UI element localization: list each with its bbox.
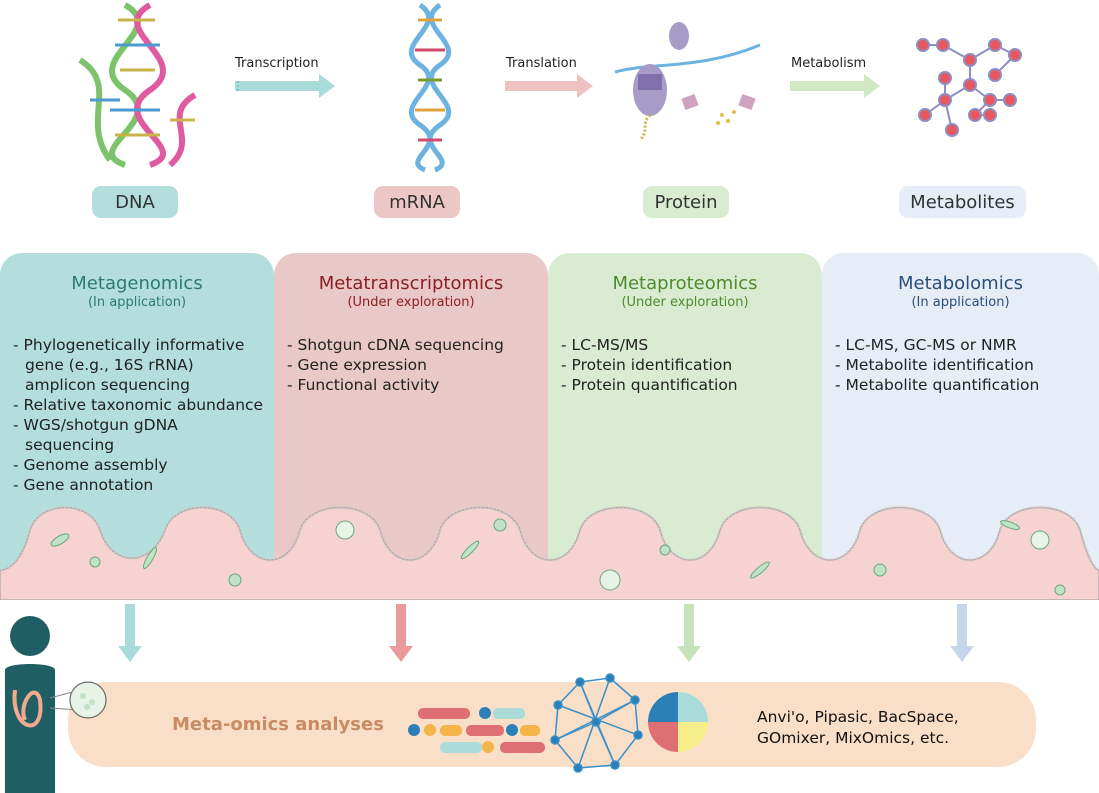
panel-list: - Phylogenetically informative gene (e.g…: [13, 335, 266, 495]
pie-chart-icon: [648, 692, 708, 752]
list-item: - LC-MS/MS: [561, 336, 649, 354]
down-arrow-icon: [118, 604, 142, 662]
list-item: - Relative taxonomic abundance: [13, 396, 264, 414]
panel-status: (In application): [911, 295, 1010, 310]
network-icon: [550, 673, 643, 773]
magnifier-icon: [69, 681, 107, 719]
translation-arrow-icon: [505, 74, 593, 98]
list-item: - Shotgun cDNA sequencing: [287, 336, 504, 354]
translation-label: Translation: [506, 56, 577, 71]
panel-title: Metaproteomics: [612, 273, 758, 294]
human-silhouette-icon: [5, 616, 107, 793]
panel-list: - LC-MS/MS - Protein identification - Pr…: [561, 335, 814, 395]
intestinal-villi-illustration: [0, 505, 1099, 600]
transcription-label: Transcription: [235, 56, 319, 71]
down-arrow-icon: [389, 604, 413, 662]
panel-status: (Under exploration): [347, 295, 475, 310]
ribosome-protein-icon: [614, 22, 761, 142]
transcription-arrow-icon: [235, 74, 335, 98]
metabolite-network-icon: [916, 38, 1022, 137]
panel-title: Metabolomics: [898, 273, 1023, 294]
list-item: - Metabolite quantification: [835, 376, 1040, 394]
down-arrow-icon: [677, 604, 701, 662]
list-item: - Gene expression: [287, 356, 427, 374]
mrna-label: mRNA: [374, 186, 460, 218]
tools-line: Anvi'o, Pipasic, BacSpace,: [757, 708, 959, 726]
down-arrow-icon: [950, 604, 974, 662]
panel-title: Metagenomics: [71, 273, 203, 294]
list-item: - Phylogenetically informative gene (e.g…: [13, 336, 245, 394]
list-item: - Metabolite identification: [835, 356, 1034, 374]
tools-line: GOmixer, MixOmics, etc.: [757, 729, 950, 747]
list-item: - Protein identification: [561, 356, 733, 374]
protein-label: Protein: [643, 186, 729, 218]
mrna-helix-icon: [409, 2, 451, 173]
dna-label: DNA: [92, 186, 178, 218]
list-item: - Protein quantification: [561, 376, 738, 394]
dna-helix-icon: [78, 2, 197, 168]
tools-text: Anvi'o, Pipasic, BacSpace, GOmixer, MixO…: [757, 707, 959, 749]
analysis-graphics: [408, 673, 708, 773]
list-item: - WGS/shotgun gDNA sequencing: [13, 416, 178, 454]
data-bars-icon: [408, 707, 545, 753]
list-item: - Genome assembly: [13, 456, 168, 474]
panel-title: Metatranscriptomics: [318, 273, 504, 294]
panel-status: (Under exploration): [621, 295, 749, 310]
meta-omics-bar: [68, 682, 1036, 767]
panel-status: (In application): [87, 295, 187, 310]
metabolites-label: Metabolites: [899, 186, 1026, 218]
list-item: - Functional activity: [287, 376, 440, 394]
down-arrows: [118, 604, 974, 662]
panel-list: - Shotgun cDNA sequencing - Gene express…: [287, 335, 540, 395]
metabolism-label: Metabolism: [791, 56, 867, 71]
metabolism-arrow-icon: [790, 74, 880, 98]
molecular-flow-illustration: [78, 2, 1022, 173]
list-item: - LC-MS, GC-MS or NMR: [835, 336, 1017, 354]
meta-omics-title: Meta-omics analyses: [172, 714, 384, 735]
panel-list: - LC-MS, GC-MS or NMR - Metabolite ident…: [835, 335, 1091, 395]
list-item: - Gene annotation: [13, 476, 154, 494]
